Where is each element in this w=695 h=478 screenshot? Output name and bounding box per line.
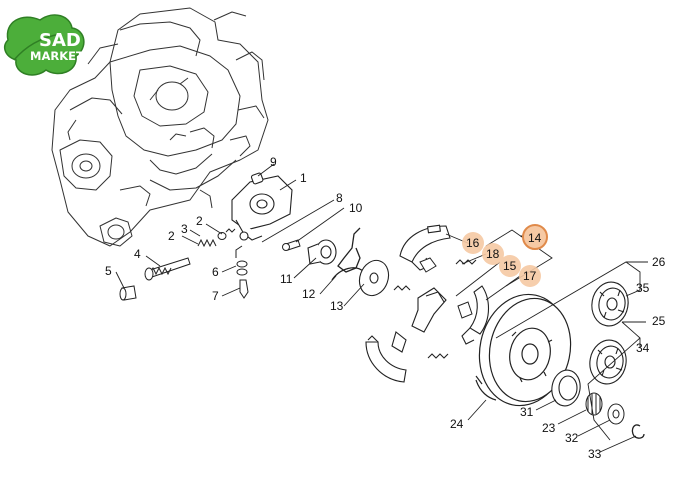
leader-lines <box>115 163 648 453</box>
label-part-3: 3 <box>181 222 188 236</box>
label-part-16: 16 <box>466 236 480 250</box>
highlight-15 <box>499 255 521 277</box>
part-4-shaft <box>144 257 191 281</box>
highlight-17 <box>519 265 541 287</box>
highlight-markers <box>462 232 541 287</box>
label-part-31: 31 <box>520 405 534 419</box>
part-clutch-shoe-right <box>461 285 490 345</box>
part-24-clutch-drum <box>475 293 572 407</box>
part-9-plug <box>250 172 264 185</box>
part-11-bushing <box>307 239 337 265</box>
part-small-block <box>419 257 437 273</box>
part-spring-2 <box>393 285 411 291</box>
label-part-15: 15 <box>503 259 517 273</box>
part-13-washer <box>358 259 390 297</box>
part-clutch-hub <box>411 287 447 333</box>
part-small-block-2 <box>457 301 473 319</box>
part-6-rings <box>235 245 248 276</box>
sad-market-logo: SAD MARKET <box>3 14 85 76</box>
label-part-35: 35 <box>636 281 650 295</box>
part-labels: 1 2 2 3 4 5 6 7 8 9 10 11 12 13 14 15 16… <box>105 155 666 461</box>
label-part-34: 34 <box>636 341 650 355</box>
label-part-26: 26 <box>652 255 666 269</box>
part-33-clip <box>631 424 645 439</box>
label-part-6: 6 <box>212 265 219 279</box>
logo-line2: MARKET <box>30 49 84 63</box>
logo-line1: SAD <box>39 30 81 51</box>
engine-housing <box>51 7 269 247</box>
label-part-7: 7 <box>212 289 219 303</box>
label-part-33: 33 <box>588 447 602 461</box>
label-part-32: 32 <box>565 431 579 445</box>
part-clutch-shoe-lower <box>365 331 407 383</box>
label-part-25: 25 <box>652 314 666 328</box>
label-part-10: 10 <box>349 201 363 215</box>
label-part-9: 9 <box>270 155 277 169</box>
part-35-sprocket <box>591 281 629 327</box>
part-2-3-springs <box>197 228 236 248</box>
highlight-14 <box>522 224 548 250</box>
label-part-4: 4 <box>134 247 141 261</box>
highlight-16 <box>462 232 484 254</box>
label-part-24: 24 <box>450 417 464 431</box>
label-part-11: 11 <box>280 272 293 286</box>
label-part-8: 8 <box>336 191 343 205</box>
label-part-5: 5 <box>105 264 112 278</box>
label-part-2b: 2 <box>168 229 175 243</box>
part-10-wire <box>337 227 361 273</box>
part-32-washer <box>607 403 625 425</box>
label-part-1: 1 <box>300 171 307 185</box>
part-1-bracket <box>231 175 293 241</box>
part-8-pin <box>282 239 301 251</box>
label-part-2a: 2 <box>196 214 203 228</box>
part-spring-3 <box>427 353 449 359</box>
part-23-needle-bearing <box>585 392 603 416</box>
label-part-18: 18 <box>486 247 500 261</box>
label-part-12: 12 <box>302 287 316 301</box>
part-5-cylinder <box>119 285 137 301</box>
highlight-18 <box>482 243 504 265</box>
label-part-23: 23 <box>542 421 556 435</box>
label-part-14: 14 <box>528 231 542 245</box>
part-7-nozzle <box>239 279 249 299</box>
label-part-17: 17 <box>523 269 537 283</box>
label-part-13: 13 <box>330 299 344 313</box>
part-31-rim <box>551 369 581 407</box>
